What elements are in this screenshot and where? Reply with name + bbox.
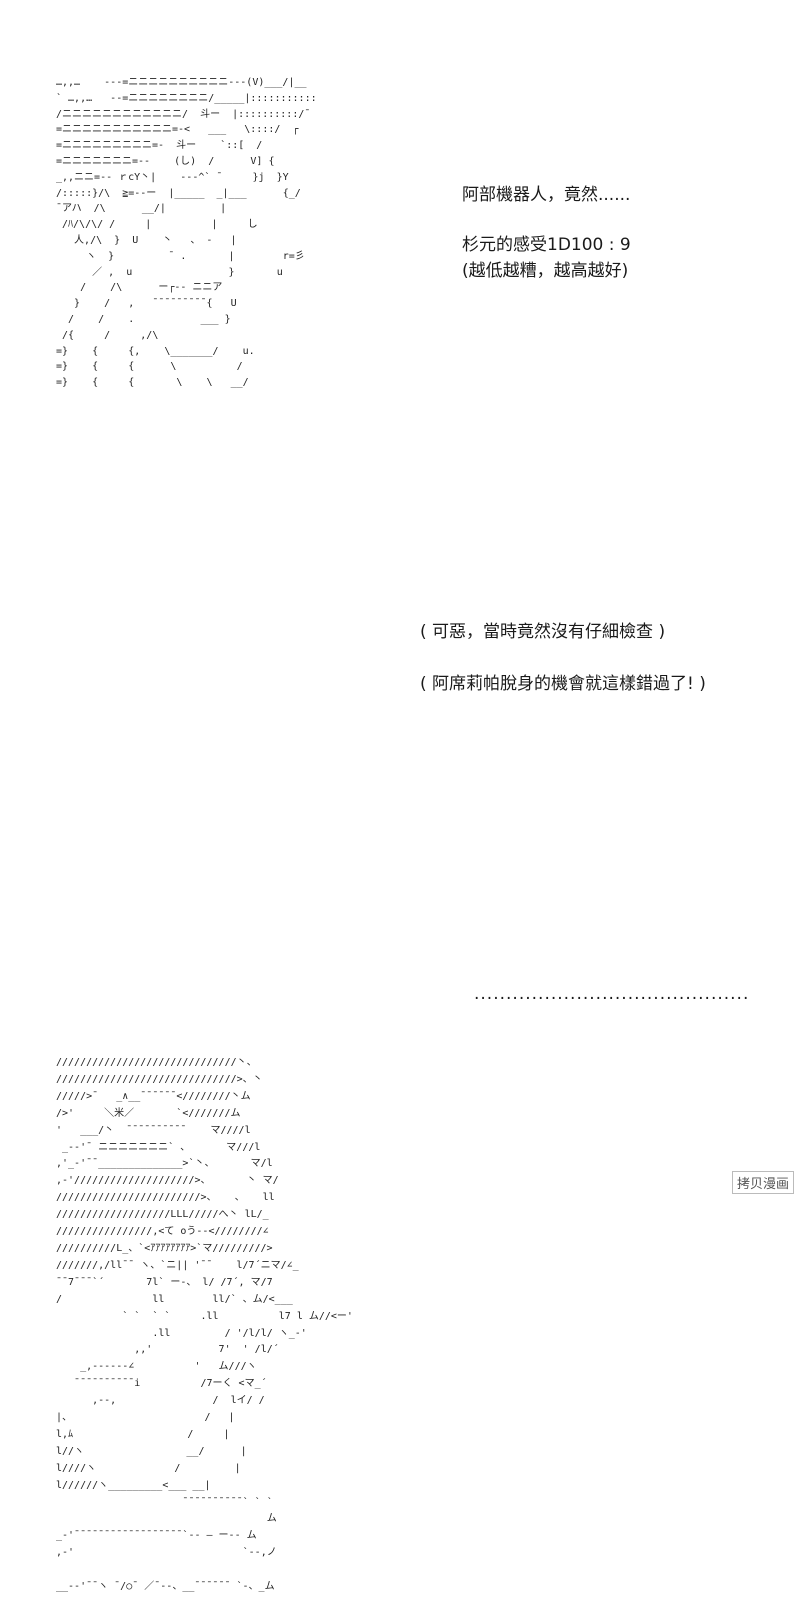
caption-missed-chance: ( 阿席莉帕脫身的機會就這樣錯過了! ) <box>420 674 706 694</box>
caption-dice-note: (越低越糟，越高越好) <box>462 261 629 281</box>
ascii-art-figure-2: //////////////////////////////丶、 ///////… <box>56 1057 353 1593</box>
comic-panel-1: …,,… ---=ニニニニニニニニニニ---(V)___/|__ ` …,,… … <box>0 0 800 470</box>
ascii-art-figure-1: …,,… ---=ニニニニニニニニニニ---(V)___/|__ ` …,,… … <box>56 77 317 389</box>
comic-panel-2: //////////////////////////////丶、 ///////… <box>0 520 800 1592</box>
caption-abe-robot: 阿部機器人，竟然...... <box>462 185 631 205</box>
caption-regret: ( 可惡，當時竟然沒有仔細檢查 ) <box>420 622 666 642</box>
caption-ellipsis: ........................................… <box>474 984 750 1004</box>
caption-dice-roll: 杉元的感受1D100 : 9 <box>462 235 631 255</box>
watermark-logo: 拷贝漫画 <box>731 1171 794 1194</box>
